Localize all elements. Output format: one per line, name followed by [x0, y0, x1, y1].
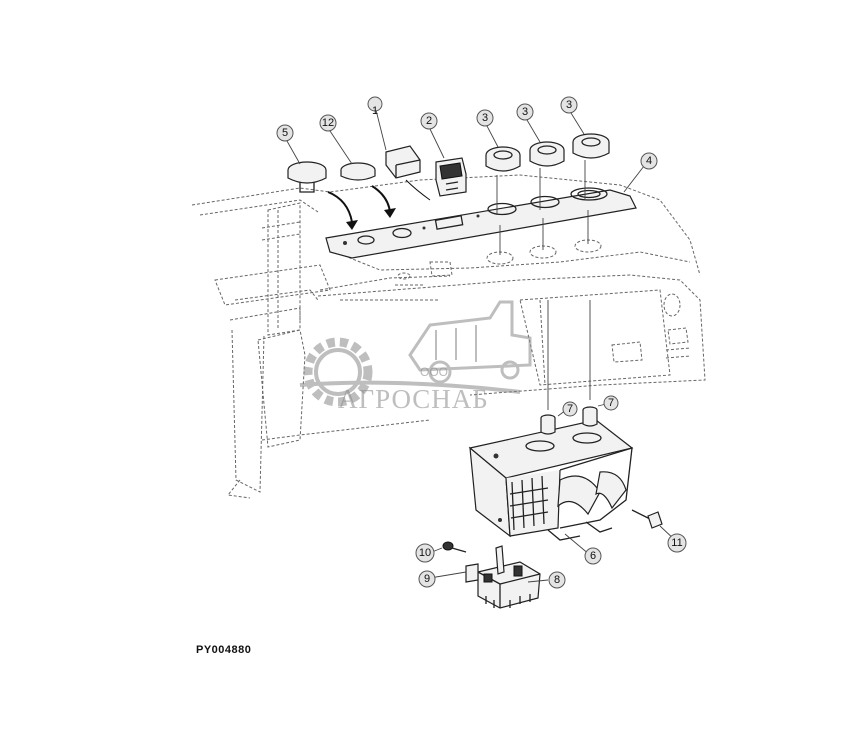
callout-3a: 3 [476, 109, 494, 127]
harvester-icon [299, 300, 532, 394]
bracket-9 [465, 563, 479, 583]
callout-label: 9 [424, 573, 430, 585]
callout-5: 5 [276, 124, 294, 142]
callout-label: 8 [554, 574, 560, 586]
figure-id: PY004880 [196, 644, 252, 656]
knob-12 [340, 162, 376, 181]
watermark-name: АГРОСНАБ [338, 384, 489, 414]
callouts: 5 12 1 2 3 3 3 4 7 7 6 11 10 9 8 [276, 96, 687, 589]
callout-label: 3 [522, 106, 528, 118]
assembly-arrows [327, 179, 431, 230]
knob-3b [529, 141, 565, 167]
screw-10 [442, 541, 467, 553]
callout-4: 4 [640, 152, 658, 170]
callout-1: 1 [367, 96, 383, 117]
screw-11 [631, 509, 663, 529]
callout-label: 1 [372, 105, 378, 117]
alignment-lines [496, 160, 591, 410]
callout-label: 5 [282, 127, 288, 139]
callout-label: 6 [590, 550, 596, 562]
gear-icon [303, 337, 373, 407]
switch-panel-4 [325, 187, 637, 259]
cab-outline [191, 174, 706, 499]
callout-11: 11 [667, 533, 687, 553]
callout-8: 8 [548, 571, 566, 589]
switch-housing-6 [468, 419, 634, 541]
callout-6: 6 [584, 547, 602, 565]
callout-3c: 3 [560, 96, 578, 114]
callout-3b: 3 [516, 103, 534, 121]
callout-label: 4 [646, 155, 652, 167]
callout-label: 7 [567, 403, 573, 415]
callout-7b: 7 [603, 395, 619, 411]
callout-label: 10 [419, 547, 431, 559]
watermark-prefix: ООО [420, 365, 448, 379]
knob-5 [287, 161, 327, 193]
callout-label: 2 [426, 115, 432, 127]
callout-label: 7 [608, 397, 614, 409]
knob-3a [485, 146, 521, 172]
callout-2: 2 [420, 112, 438, 130]
callout-label: 11 [671, 537, 682, 549]
housing-grid [509, 475, 549, 531]
callout-label: 3 [566, 99, 572, 111]
rocker-switch-2 [435, 157, 467, 197]
knob-3c [572, 133, 610, 159]
rotary-switch-8 [477, 545, 541, 609]
knob-7b [582, 406, 598, 427]
callout-7a: 7 [562, 401, 578, 417]
callout-label: 3 [482, 112, 488, 124]
callout-label: 12 [322, 117, 334, 129]
callout-9: 9 [418, 570, 436, 588]
blank-plug-1 [385, 145, 421, 179]
callout-12: 12 [319, 114, 337, 132]
knob-7a [540, 414, 556, 435]
watermark [299, 300, 532, 407]
callout-10: 10 [415, 543, 435, 563]
